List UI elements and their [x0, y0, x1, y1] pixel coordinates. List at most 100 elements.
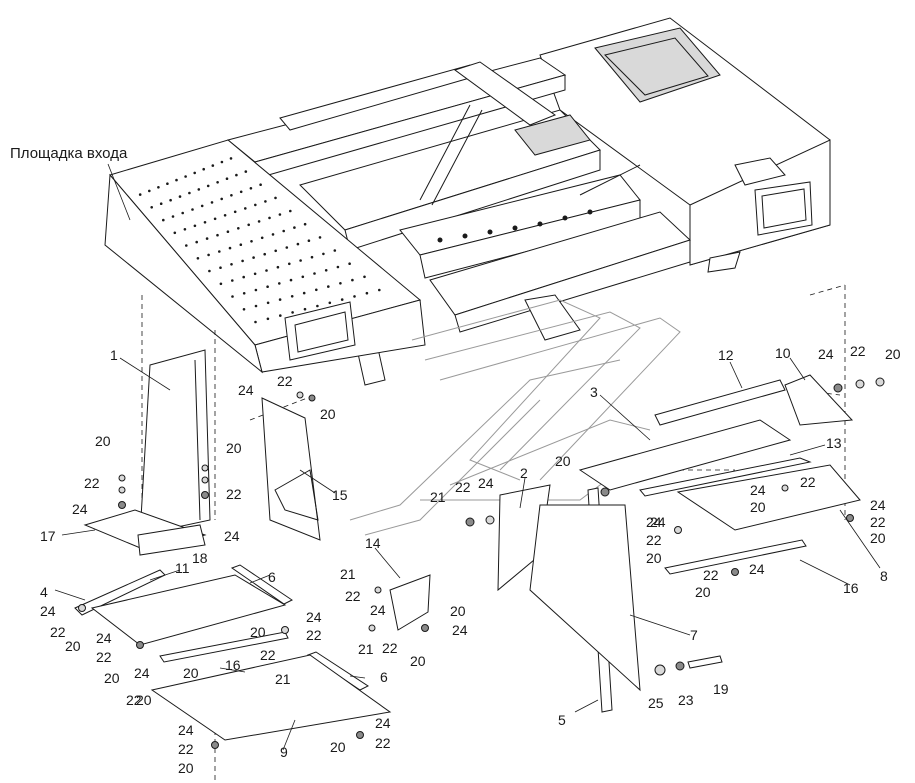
platform-hole: [157, 186, 160, 189]
callout-fastener: 20: [750, 499, 766, 515]
platform-hole: [316, 304, 319, 308]
callout-22-a: 22: [455, 479, 471, 495]
platform-hole: [148, 189, 151, 193]
platform-hole: [274, 196, 277, 200]
platform-hole: [229, 157, 233, 160]
platform-hole: [276, 265, 280, 269]
platform-hole: [193, 171, 196, 175]
callout-fastener: 21: [340, 566, 356, 582]
platform-hole: [254, 203, 257, 207]
callout-fastener: 20: [250, 624, 266, 640]
platform-hole: [218, 250, 221, 253]
callout-fastener: 22: [375, 735, 391, 751]
platform-hole: [171, 215, 175, 218]
callout-fastener: 22: [646, 532, 662, 548]
platform-hole: [202, 167, 205, 171]
platform-hole: [138, 193, 142, 196]
platform-hole: [225, 177, 229, 180]
callout-13: 13: [826, 435, 842, 451]
platform-hole: [285, 246, 289, 249]
platform-hole: [159, 202, 163, 205]
platform-hole: [173, 231, 177, 235]
platform-hole: [318, 236, 322, 239]
platform-hole: [230, 194, 233, 197]
platform-hole: [197, 188, 201, 191]
platform-hole: [307, 239, 311, 242]
callout-4: 4: [40, 584, 48, 600]
platform-hole: [266, 317, 270, 321]
callout-fastener: 20: [320, 406, 336, 422]
callout-16-left: 16: [225, 657, 241, 673]
callout-10: 10: [775, 345, 791, 361]
callout-fastener: 22: [96, 649, 112, 665]
platform-hole: [254, 320, 257, 324]
callout-fastener: 24: [650, 514, 666, 530]
callout-fastener: 20: [646, 550, 662, 566]
callout-fastener: 24: [134, 665, 150, 681]
platform-hole: [188, 191, 191, 195]
platform-hole: [289, 209, 292, 213]
callout-9: 9: [280, 744, 288, 760]
leader-lines: [54, 163, 881, 751]
platform-hole: [303, 222, 307, 226]
callout-fastener: 20: [65, 638, 81, 654]
callout-17: 17: [40, 528, 56, 544]
platform-hole: [278, 282, 281, 285]
callout-25: 25: [648, 695, 664, 711]
platform-hole: [333, 249, 337, 252]
callout-fastener: 22: [260, 647, 276, 663]
platform-hole: [220, 197, 223, 201]
platform-hole: [259, 183, 262, 186]
parts: [74, 349, 861, 741]
platform-hole: [205, 237, 209, 240]
callout-fastener: 24: [749, 561, 765, 577]
callout-fastener: 24: [375, 715, 391, 731]
platform-hole: [228, 246, 232, 250]
callout-fastener: 24: [452, 622, 468, 638]
callout-19: 19: [713, 681, 729, 697]
callout-fastener: 22: [703, 567, 719, 583]
callout-6-upper: 6: [268, 569, 276, 585]
platform-hole: [313, 272, 316, 275]
callout-fastener: 24: [818, 346, 834, 362]
callout-8: 8: [880, 568, 888, 584]
callout-fastener: 20: [183, 665, 199, 681]
platform-hole: [241, 259, 244, 263]
platform-hole: [250, 240, 253, 243]
callout-20-a: 20: [555, 453, 571, 469]
callout-3: 3: [590, 384, 598, 400]
platform-hole: [242, 292, 246, 295]
platform-hole: [279, 314, 282, 317]
platform-hole: [253, 272, 257, 276]
platform-hole: [230, 263, 233, 266]
platform-hole: [265, 269, 268, 272]
platform-hole: [181, 211, 184, 215]
platform-hole: [296, 242, 300, 246]
platform-hole: [239, 190, 243, 194]
platform-hole: [353, 295, 356, 298]
platform-hole: [303, 307, 307, 311]
platform-hole: [254, 304, 258, 308]
callout-fastener: 22: [226, 486, 242, 502]
platform-hole: [322, 252, 325, 256]
platform-hole: [249, 187, 253, 190]
callout-fastener: 20: [104, 670, 120, 686]
callout-fastener: 22: [382, 640, 398, 656]
callout-fastener: 21: [275, 671, 291, 687]
platform-hole: [231, 279, 234, 282]
platform-hole: [239, 243, 243, 246]
platform-hole: [291, 311, 294, 314]
callout-fastener: 24: [96, 630, 112, 646]
platform-hole: [290, 295, 294, 298]
assembly-lines: [141, 284, 846, 780]
platform-hole: [178, 195, 182, 198]
platform-hole: [252, 256, 255, 259]
platform-hole: [226, 230, 230, 233]
platform-hole: [169, 198, 172, 202]
platform-hole: [302, 291, 306, 295]
callout-fastener: 24: [870, 497, 886, 513]
platform-hole: [183, 228, 187, 231]
platform-hole: [207, 253, 210, 257]
callout-fastener: 24: [370, 602, 386, 618]
platform-hole: [378, 288, 381, 292]
